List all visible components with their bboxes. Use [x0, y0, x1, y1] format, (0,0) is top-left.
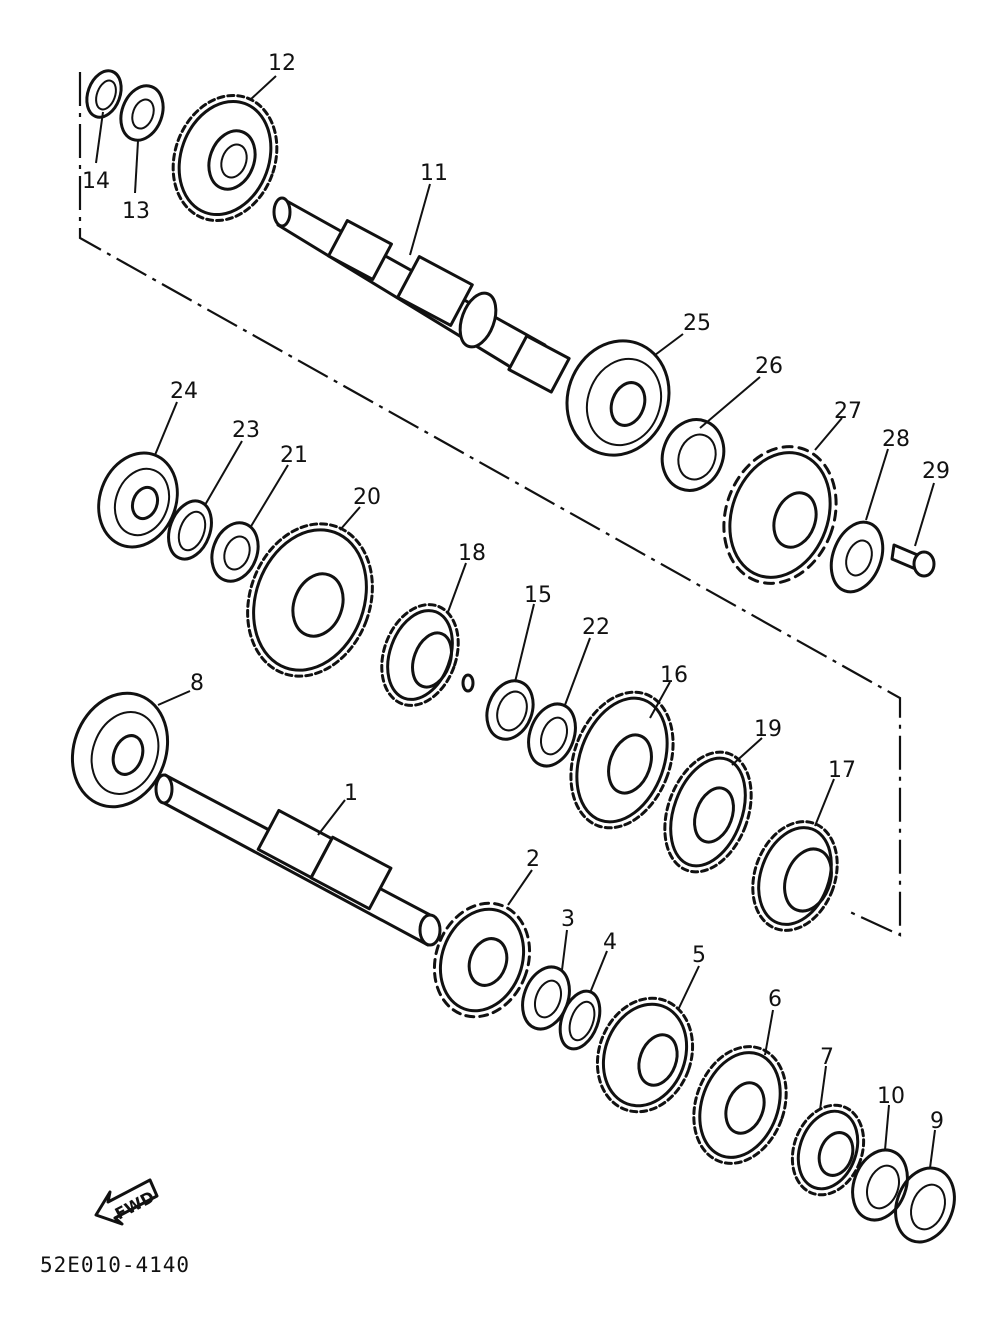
callout-2: 2: [526, 847, 540, 872]
part-6-gear: [692, 1045, 788, 1165]
part-26-oil-seal: [660, 418, 726, 492]
part-14-circlip: [85, 69, 123, 119]
part-15-circlip: [485, 679, 535, 741]
callout-13: 13: [122, 199, 150, 224]
part-20-gear: [246, 522, 374, 678]
callout-21: 21: [280, 443, 308, 468]
callout-12: 12: [268, 51, 296, 76]
callout-24: 24: [170, 379, 198, 404]
forward-direction-arrow: FWD: [94, 1178, 159, 1226]
callout-20: 20: [353, 485, 381, 510]
part-8-bearing: [70, 691, 170, 809]
part-11-main-shaft: [272, 196, 571, 394]
part-7-gear: [790, 1103, 866, 1197]
callout-labels: 12 14 13 11 25 26 24 23 21 20 18 15 22 2…: [82, 51, 950, 1134]
callout-29: 29: [922, 459, 950, 484]
callout-26: 26: [755, 354, 783, 379]
callout-1: 1: [344, 781, 358, 806]
part-22-washer: [527, 702, 577, 768]
callout-19: 19: [754, 717, 782, 742]
callout-17: 17: [828, 758, 856, 783]
callout-3: 3: [561, 907, 575, 932]
callout-28: 28: [882, 427, 910, 452]
part-12-gear: [171, 93, 279, 223]
part-9-oil-seal: [894, 1166, 956, 1244]
callout-18: 18: [458, 541, 486, 566]
part-27-sprocket: [722, 445, 838, 585]
part-10-bearing: [851, 1148, 909, 1222]
part-19-gear: [663, 750, 753, 874]
part-18-gear: [380, 603, 475, 707]
callout-5: 5: [692, 943, 706, 968]
callout-8: 8: [190, 671, 204, 696]
part-1-drive-shaft: [154, 773, 442, 947]
callout-6: 6: [768, 987, 782, 1012]
callout-27: 27: [834, 399, 862, 424]
leader-lines: [95, 75, 936, 1169]
part-16-gear: [569, 690, 675, 830]
callout-22: 22: [582, 615, 610, 640]
callout-16: 16: [660, 663, 688, 688]
part-5-gear: [595, 996, 695, 1114]
callout-23: 23: [232, 418, 260, 443]
part-17-gear: [751, 820, 839, 932]
part-21-washer: [210, 521, 260, 583]
part-24-bearing: [97, 451, 179, 549]
callout-11: 11: [420, 161, 448, 186]
part-29-bolt: [890, 543, 936, 578]
part-13-washer: [119, 84, 165, 142]
part-25-bearing: [565, 339, 671, 457]
callout-15: 15: [524, 583, 552, 608]
diagram-code: 52E010-4140: [40, 1253, 190, 1277]
part-28-lock-washer: [829, 520, 885, 594]
callout-7: 7: [820, 1045, 834, 1070]
part-2-gear: [432, 901, 532, 1019]
part-23-circlip: [167, 499, 213, 561]
callout-4: 4: [603, 930, 617, 955]
callout-25: 25: [683, 311, 711, 336]
part-3-washer: [521, 965, 571, 1031]
assembly-boundary: [78, 72, 902, 937]
callout-9: 9: [930, 1109, 944, 1134]
callout-10: 10: [877, 1084, 905, 1109]
callout-14: 14: [82, 169, 110, 194]
